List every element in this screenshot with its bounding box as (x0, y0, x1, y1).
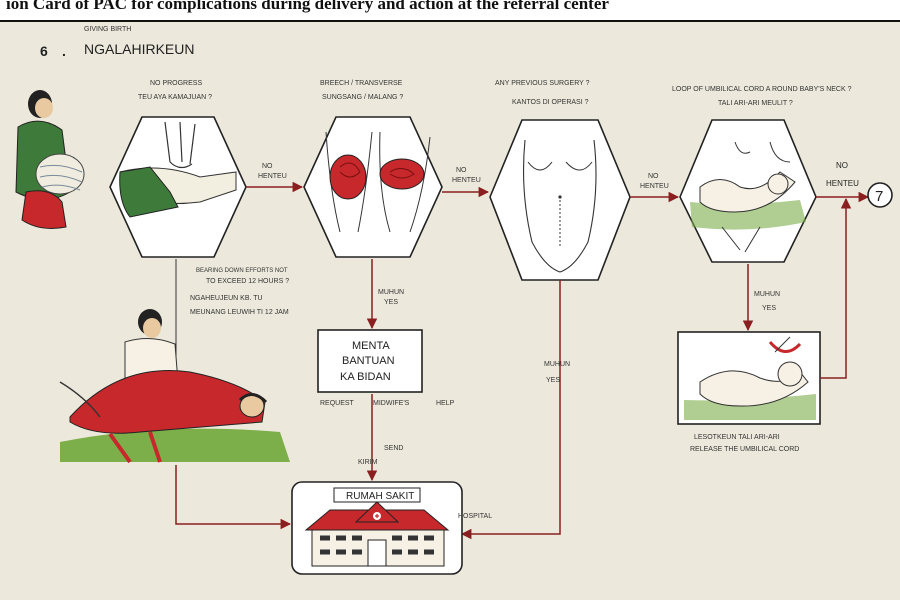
hospital-box: RUMAH SAKIT (292, 482, 462, 574)
no-4-label-local: HENTEU (826, 179, 859, 188)
request-midwife-caption-request: REQUEST (320, 400, 355, 407)
send-label-local: KIRIM (358, 459, 378, 466)
request-midwife-caption-midwife: MIDWIFE'S (373, 400, 410, 407)
hexagon-previous-surgery (490, 120, 630, 280)
no-4-label-en: NO (836, 161, 848, 170)
flowchart-card: 6 . GIVING BIRTH NGALAHIRKEUN NO PROGRES… (0, 22, 900, 600)
hexagon-breech (304, 117, 442, 257)
document-title: ion Card of PAC for complications during… (6, 0, 609, 14)
no-1-label-local: HENTEU (258, 173, 287, 180)
request-midwife-line3: KA BIDAN (340, 371, 391, 383)
step-caption: GIVING BIRTH (84, 26, 131, 33)
breech-label-local: SUNGSANG / MALANG ? (322, 94, 403, 101)
request-midwife-caption-help: HELP (436, 400, 455, 407)
flowchart: 6 . GIVING BIRTH NGALAHIRKEUN NO PROGRES… (0, 22, 900, 600)
breech-label-en: BREECH / TRANSVERSE (320, 80, 403, 87)
previous-surgery-label-local: KANTOS DI OPERASI ? (512, 99, 589, 106)
hospital-label-en: HOSPITAL (458, 513, 492, 520)
document-title-bar: ion Card of PAC for complications during… (0, 0, 900, 22)
request-midwife-box: MENTA BANTUAN KA BIDAN (318, 330, 422, 392)
hexagon-umbilical-loop (680, 120, 816, 262)
no-2-label-en: NO (456, 167, 467, 174)
next-step-circle: 7 (868, 183, 892, 207)
hexagon-no-progress (110, 117, 246, 257)
pregnant-woman-illustration (16, 90, 84, 228)
release-cord-box (678, 332, 820, 424)
umbilical-loop-label-local: TALI ARI-ARI MEULIT ? (718, 100, 793, 107)
step-number: 6 (40, 43, 48, 59)
yes-breech-label-local: MUHUN (378, 289, 404, 296)
woman-in-labor-illustration (60, 309, 290, 462)
previous-surgery-label-en: ANY PREVIOUS SURGERY ? (495, 80, 590, 87)
release-cord-label-local: LESOTKEUN TALI ARI-ARI (694, 434, 780, 441)
bearing-down-en-line2: TO EXCEED 12 HOURS ? (206, 278, 289, 285)
step-title: NGALAHIRKEUN (84, 41, 194, 57)
next-step-label: 7 (875, 188, 883, 205)
umbilical-loop-label-en: LOOP OF UMBILICAL CORD A ROUND BABY'S NE… (672, 86, 852, 93)
hospital-label-local: RUMAH SAKIT (346, 491, 414, 502)
yes-cord-label-local: MUHUN (754, 291, 780, 298)
release-cord-label-en: RELEASE THE UMBILICAL CORD (690, 446, 799, 453)
bearing-down-local-line2: MEUNANG LEUWIH TI 12 JAM (190, 309, 289, 316)
no-3-label-en: NO (648, 173, 659, 180)
send-label-en: SEND (384, 445, 403, 452)
no-progress-label-en: NO PROGRESS (150, 80, 202, 87)
no-progress-label-local: TEU AYA KAMAJUAN ? (138, 94, 212, 101)
yes-cord-label-en: YES (762, 305, 776, 312)
request-midwife-line1: MENTA (352, 340, 390, 352)
yes-surgery-label-local: MUHUN (544, 361, 570, 368)
step-dot: . (62, 43, 66, 59)
no-3-label-local: HENTEU (640, 183, 669, 190)
yes-breech-label-en: YES (384, 299, 398, 306)
yes-surgery-label-en: YES (546, 377, 560, 384)
bearing-down-local-line1: NGAHEUJEUN KB. TU (190, 295, 263, 302)
no-1-label-en: NO (262, 163, 273, 170)
request-midwife-line2: BANTUAN (342, 355, 395, 367)
no-2-label-local: HENTEU (452, 177, 481, 184)
bearing-down-en-line1: BEARING DOWN EFFORTS NOT (196, 268, 288, 274)
